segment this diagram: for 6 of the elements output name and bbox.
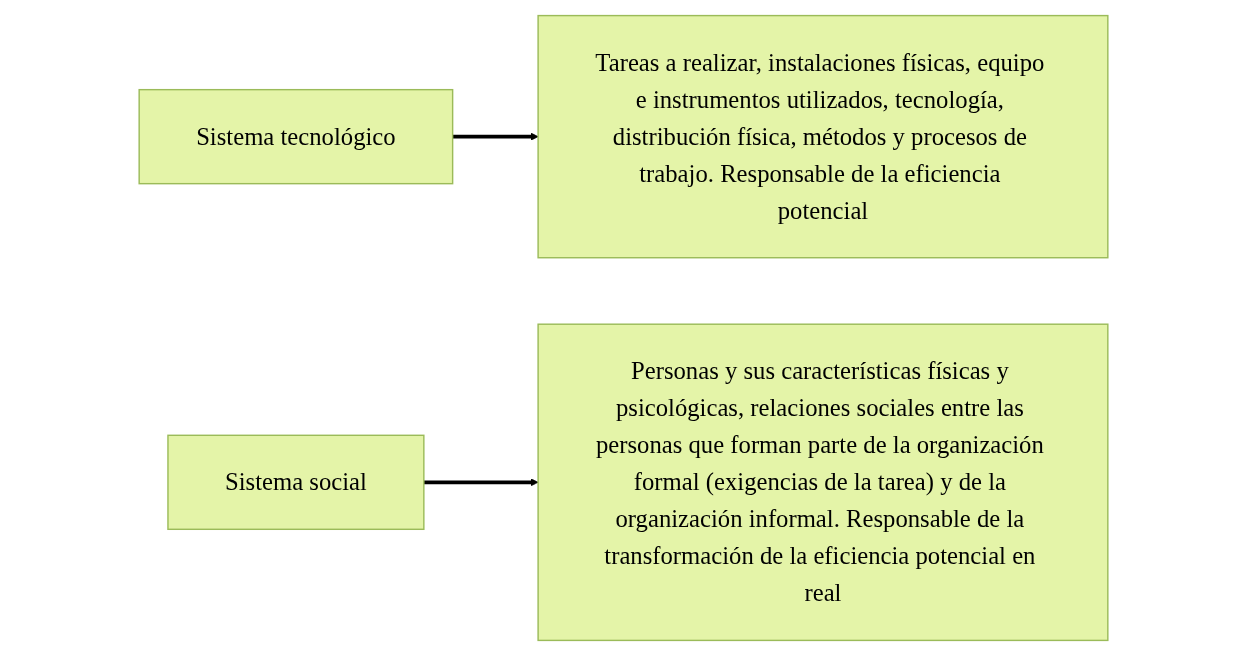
arrow — [452, 132, 539, 141]
arrow — [423, 477, 539, 486]
node-box: Sistema social — [167, 434, 425, 530]
node-box: Personas y sus características físicas y psicológicas, relaciones sociales entre las personas que forman parte de la organización formal (exigencias de la tarea) y de la organización informal. Responsable de la transformación de la eficiencia potencial en real — [537, 323, 1109, 641]
node-box: Tareas a realizar, instalaciones físicas, equipo e instrumentos utilizados, tecnología, distribución física, métodos y procesos de trabajo. Responsable de la eficiencia potencial — [537, 14, 1109, 258]
node-box: Sistema tecnológico — [138, 88, 454, 184]
